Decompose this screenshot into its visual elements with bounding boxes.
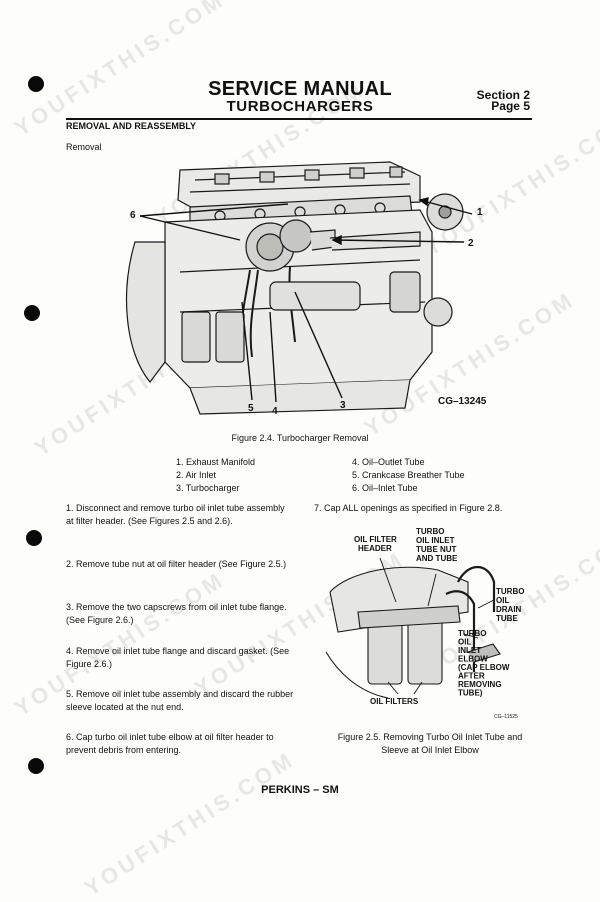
label-turbo-oil-inlet-elbow: TURBO bbox=[458, 629, 486, 638]
step-4: 4. Remove oil inlet tube flange and disc… bbox=[66, 646, 290, 669]
step-6: 6. Cap turbo oil inlet tube elbow at oil… bbox=[66, 732, 274, 755]
callout-2: 2 bbox=[468, 238, 474, 249]
legend-item: 1. Exhaust Manifold bbox=[176, 457, 256, 467]
section-number: Section 2 bbox=[476, 88, 530, 102]
step-1: 1. Disconnect and remove turbo oil inlet… bbox=[66, 503, 285, 526]
label-turbo-oil-inlet-tube-nut: TURBO bbox=[416, 527, 444, 536]
legend-right: 4. Oil–Outlet Tube 5. Crankcase Breather… bbox=[352, 456, 465, 495]
callout-5: 5 bbox=[248, 403, 254, 414]
legend-item: 4. Oil–Outlet Tube bbox=[352, 457, 425, 467]
legend-left: 1. Exhaust Manifold 2. Air Inlet 3. Turb… bbox=[176, 456, 255, 495]
punch-hole bbox=[24, 305, 40, 321]
punch-hole bbox=[26, 530, 42, 546]
label-turbo-oil-drain-tube: TURBO bbox=[496, 587, 524, 596]
figure-caption-small: Figure 2.5. Removing Turbo Oil Inlet Tub… bbox=[337, 732, 523, 755]
page-subtitle: TURBOCHARGERS bbox=[226, 98, 374, 115]
engine-illustration: 6 1 2 5 4 3 CG–13245 bbox=[125, 161, 487, 416]
page-title: SERVICE MANUAL bbox=[208, 78, 392, 100]
header-rule bbox=[66, 118, 532, 120]
step-3: 3. Remove the two capscrews from oil inl… bbox=[66, 602, 287, 625]
callout-1: 1 bbox=[477, 207, 483, 218]
legend-item: 5. Crankcase Breather Tube bbox=[352, 470, 465, 480]
figure-code-small: CG–11525 bbox=[494, 714, 518, 720]
callout-6: 6 bbox=[130, 210, 136, 221]
callout-3: 3 bbox=[340, 400, 346, 411]
section-heading: REMOVAL AND REASSEMBLY bbox=[66, 121, 197, 131]
figure-code: CG–13245 bbox=[438, 396, 487, 407]
callout-4: 4 bbox=[272, 406, 278, 416]
legend-item: 6. Oil–Inlet Tube bbox=[352, 483, 418, 493]
subsection-heading: Removal bbox=[66, 142, 102, 152]
step-5: 5. Remove oil inlet tube assembly and di… bbox=[66, 689, 294, 712]
label-oil-filter-header: OIL FILTER bbox=[354, 535, 397, 544]
page-number: Page 5 bbox=[491, 99, 530, 113]
punch-hole bbox=[28, 76, 44, 92]
label-oil-filters: OIL FILTERS bbox=[370, 697, 419, 706]
figure-caption: Figure 2.4. Turbocharger Removal bbox=[231, 433, 369, 443]
step-7: 7. Cap ALL openings as specified in Figu… bbox=[314, 503, 503, 513]
legend-item: 2. Air Inlet bbox=[176, 470, 217, 480]
step-2: 2. Remove tube nut at oil filter header … bbox=[66, 559, 287, 569]
watermark: YOUFIXTHIS.COM bbox=[80, 746, 300, 901]
legend-item: 3. Turbocharger bbox=[176, 483, 240, 493]
page-footer: PERKINS – SM bbox=[261, 784, 339, 796]
punch-hole bbox=[28, 758, 44, 774]
section-label: Section 2 Page 5 bbox=[470, 88, 530, 113]
